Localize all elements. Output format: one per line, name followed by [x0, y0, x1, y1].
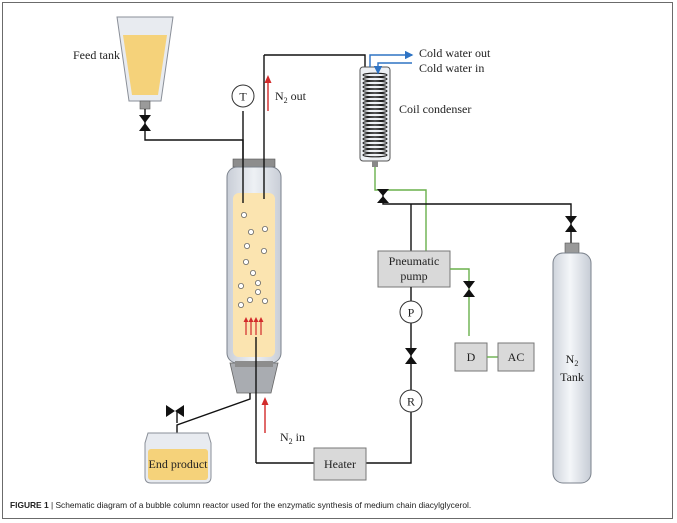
condenser-valve[interactable]: [377, 189, 389, 203]
feed-valve[interactable]: [139, 115, 151, 131]
end-product-label: End product: [149, 457, 209, 471]
temperature-sensor-label: T: [239, 90, 247, 104]
dryer-label: D: [467, 350, 476, 364]
heater-line: [256, 443, 412, 464]
coil-condenser: [359, 66, 391, 167]
end-product-container: [144, 432, 212, 484]
pressure-gauge-label: P: [408, 306, 415, 320]
regulator-label: R: [407, 395, 415, 409]
condenser-coil-turn: [362, 152, 388, 158]
bubble-column-diagram: Feed tank T N2 out: [73, 16, 592, 484]
air-compressor: [497, 342, 535, 372]
pneumatic-pump-label-1: Pneumatic: [389, 254, 440, 268]
n2-tank: [552, 242, 592, 484]
product-valve[interactable]: [166, 405, 184, 417]
air-compressor-label: AC: [508, 350, 525, 364]
cold-water-in-label: Cold water in: [419, 61, 484, 75]
n2-tank-label-1: N2: [566, 352, 579, 368]
cold-water-out-label: Cold water out: [419, 46, 491, 60]
cold-water-out-line: [369, 50, 414, 67]
pressure-gauge: [399, 300, 423, 324]
feed-tank: [116, 16, 174, 110]
regulator: [399, 389, 423, 413]
air-valve[interactable]: [463, 281, 475, 297]
gas-bubbles: [237, 211, 268, 308]
n2-in-arrow: [261, 397, 269, 433]
air-supply-line: [450, 268, 470, 336]
temperature-sensor: [231, 84, 255, 108]
n2-out-label: N2 out: [275, 89, 307, 105]
condensate-line: [374, 167, 427, 252]
n2-in-label: N2 in: [280, 430, 305, 446]
n2-tank-valve[interactable]: [565, 216, 577, 232]
feed-tank-label: Feed tank: [73, 48, 120, 62]
pneumatic-pump-label-2: pump: [400, 269, 427, 283]
figure-label: FIGURE 1: [10, 500, 49, 510]
dryer: [454, 342, 488, 372]
sparger-arrows: [243, 317, 264, 335]
n2-out-arrow: [264, 75, 272, 111]
cold-water-in-line: [373, 62, 412, 75]
vapor-line: [264, 54, 366, 69]
gas-line-valve[interactable]: [405, 348, 417, 364]
product-line: [176, 393, 251, 435]
caption-separator: |: [48, 500, 56, 510]
figure-frame: Feed tank T N2 out: [2, 2, 673, 519]
heater-label: Heater: [324, 457, 356, 471]
n2-tank-label-2: Tank: [560, 370, 584, 384]
feed-line: [144, 109, 244, 159]
caption-text: Schematic diagram of a bubble column rea…: [55, 500, 472, 510]
reactor-column: [226, 158, 282, 394]
pneumatic-pump[interactable]: [377, 250, 451, 288]
figure-caption: FIGURE 1 | Schematic diagram of a bubble…: [10, 500, 471, 510]
heater: [313, 447, 367, 481]
coil-condenser-label: Coil condenser: [399, 102, 471, 116]
